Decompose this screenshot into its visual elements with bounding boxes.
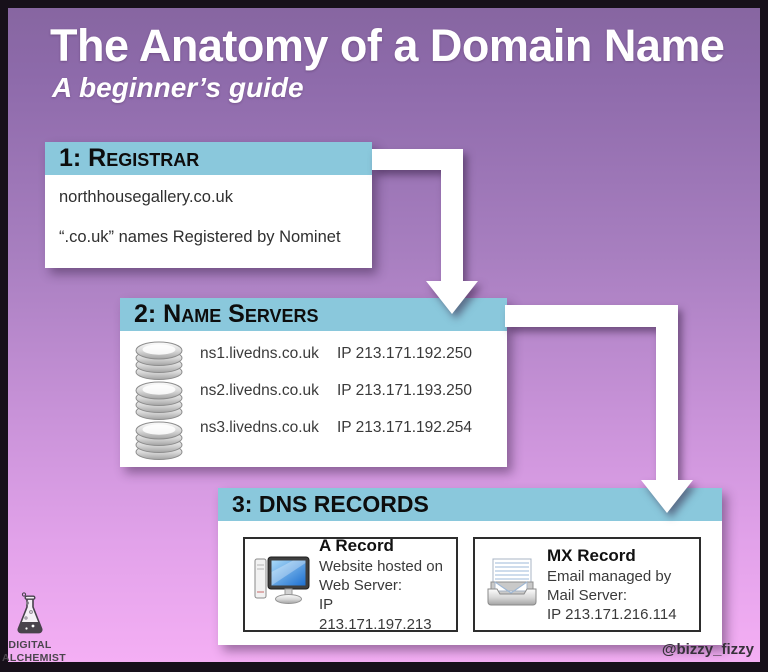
registrar-body: northhousegallery.co.uk “.co.uk” names R… [45, 175, 372, 260]
registrar-header: 1: Registrar [45, 142, 372, 175]
name-server-row: ns1.livedns.co.uk IP 213.171.192.250 [200, 335, 472, 372]
page-subtitle: A beginner’s guide [52, 72, 304, 103]
ns-hostname: ns3.livedns.co.uk [200, 418, 319, 436]
ns-ip-address: IP 213.171.193.250 [337, 381, 473, 399]
mx-record-text: MX Record Email managed by Mail Server: … [547, 545, 677, 624]
database-stack-icon [133, 340, 185, 469]
ns-hostname: ns2.livedns.co.uk [200, 381, 319, 399]
name-server-row: ns2.livedns.co.uk IP 213.171.193.250 [200, 372, 472, 409]
ns-ip-address: IP 213.171.192.250 [337, 344, 473, 362]
dns-records-header: 3: DNS RECORDS [218, 488, 722, 521]
ns-ip-address: IP 213.171.192.254 [337, 418, 473, 436]
mail-tray-icon [483, 556, 539, 613]
page-title: The Anatomy of a Domain Name [50, 20, 725, 71]
registrar-note: “.co.uk” names Registered by Nominet [59, 228, 341, 246]
name-server-list: ns1.livedns.co.uk IP 213.171.192.250 ns2… [200, 335, 472, 446]
a-record-title: A Record [319, 536, 394, 556]
mx-record-ip: IP 213.171.216.114 [547, 605, 677, 623]
a-record-text: A Record Website hosted on Web Server: I… [319, 535, 448, 634]
mx-record-line: Mail Server: [547, 586, 628, 604]
flask-icon [14, 592, 46, 643]
ns-hostname: ns1.livedns.co.uk [200, 344, 319, 362]
mx-record-title: MX Record [547, 545, 636, 565]
name-servers-box: 2: Name Servers [120, 298, 507, 467]
author-handle: @bizzy_fizzy [661, 641, 754, 658]
brand-line1: DIGITAL [8, 639, 52, 651]
dns-records-box: 3: DNS RECORDS [218, 488, 722, 645]
computer-icon [253, 556, 311, 613]
name-server-row: ns3.livedns.co.uk IP 213.171.192.254 [200, 409, 472, 446]
registrar-box: 1: Registrar northhousegallery.co.uk “.c… [45, 142, 372, 268]
name-servers-header: 2: Name Servers [120, 298, 507, 331]
brand-line2: ALCHEMIST [2, 651, 66, 664]
a-record-card: A Record Website hosted on Web Server: I… [243, 535, 458, 634]
brand-label: DIGITAL ALCHEMIST [2, 639, 66, 664]
mx-record-line: Email managed by [547, 567, 672, 585]
mx-record-card: MX Record Email managed by Mail Server: … [473, 537, 701, 632]
registrar-domain: northhousegallery.co.uk [59, 188, 233, 206]
a-record-ip: IP 213.171.197.213 [319, 596, 432, 633]
a-record-line: Website hosted on [319, 558, 443, 575]
a-record-line: Web Server: [319, 577, 403, 595]
